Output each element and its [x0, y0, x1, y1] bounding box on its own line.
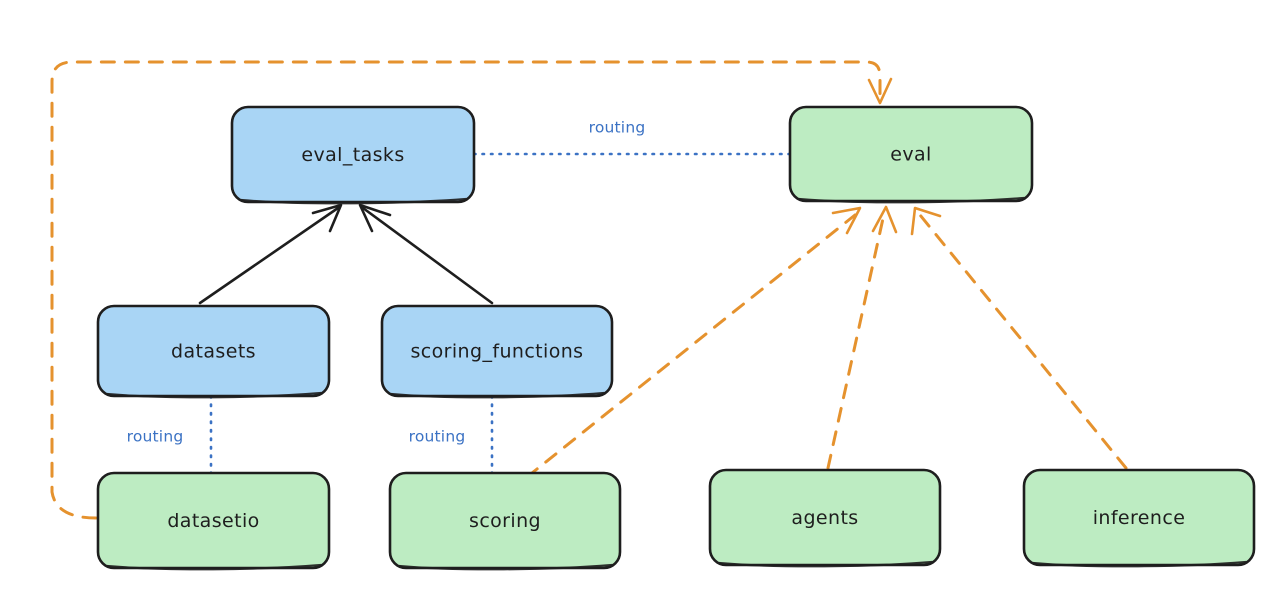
- node-datasets[interactable]: datasets: [96, 304, 331, 399]
- edge-scoring-functions-to-eval-tasks: [358, 203, 494, 305]
- node-datasetio-shape[interactable]: [96, 471, 331, 570]
- edge-agents-to-eval-path: [826, 212, 886, 470]
- edge-agents-to-eval-arrowhead: [871, 205, 898, 234]
- edge-datasetio-to-eval: [50, 60, 893, 520]
- node-inference-sketch-accent: [1031, 560, 1248, 568]
- node-agents-sketch-accent: [717, 560, 934, 568]
- node-datasets-sketch-accent: [105, 391, 323, 399]
- node-inference[interactable]: inference: [1022, 468, 1256, 568]
- edge-scoring-to-eval: [525, 206, 862, 479]
- edge-inference-to-eval-arrowhead: [910, 206, 942, 236]
- node-datasetio[interactable]: datasetio: [96, 471, 331, 571]
- node-agents[interactable]: agents: [708, 468, 942, 568]
- edge-inference-to-eval: [910, 206, 1128, 470]
- node-inference-shape[interactable]: [1022, 468, 1256, 567]
- edge-scoring-functions-to-eval-tasks-path: [361, 206, 494, 305]
- edge-datasets-to-eval-tasks-arrowhead: [311, 203, 343, 233]
- edge-inference-to-eval-path: [918, 213, 1128, 470]
- node-eval-tasks-sketch-accent: [239, 197, 468, 205]
- edge-scoring-to-eval-path: [525, 213, 857, 479]
- edge-label-routing-scoring: routing: [409, 428, 466, 446]
- edge-scoring-functions-to-eval-tasks-arrowhead: [358, 203, 392, 233]
- node-eval[interactable]: eval: [788, 105, 1034, 204]
- node-eval-shape[interactable]: [788, 105, 1034, 203]
- node-scoring-shape[interactable]: [388, 471, 622, 570]
- node-scoring[interactable]: scoring: [388, 471, 622, 571]
- node-datasets-shape[interactable]: [96, 304, 331, 398]
- edge-datasets-to-eval-tasks: [198, 203, 343, 305]
- node-scoring-functions-sketch-accent: [389, 391, 606, 399]
- node-agents-shape[interactable]: [708, 468, 942, 567]
- edge-datasets-to-eval-tasks-path: [198, 206, 340, 305]
- node-eval-tasks-shape[interactable]: [230, 105, 476, 204]
- node-datasetio-sketch-accent: [105, 563, 323, 571]
- edge-agents-to-eval: [826, 205, 898, 470]
- edge-datasetio-to-eval-path: [50, 60, 882, 520]
- edge-scoring-to-eval-arrowhead: [831, 206, 862, 235]
- edge-datasetio-to-eval-arrowhead: [867, 77, 893, 105]
- node-eval-tasks[interactable]: eval_tasks: [230, 105, 476, 205]
- node-scoring-functions[interactable]: scoring_functions: [380, 304, 614, 399]
- node-scoring-functions-shape[interactable]: [380, 304, 614, 398]
- edge-label-routing-datasetio: routing: [127, 428, 184, 446]
- node-eval-sketch-accent: [797, 196, 1026, 204]
- node-scoring-sketch-accent: [397, 563, 614, 571]
- edge-label-routing-eval: routing: [589, 119, 646, 137]
